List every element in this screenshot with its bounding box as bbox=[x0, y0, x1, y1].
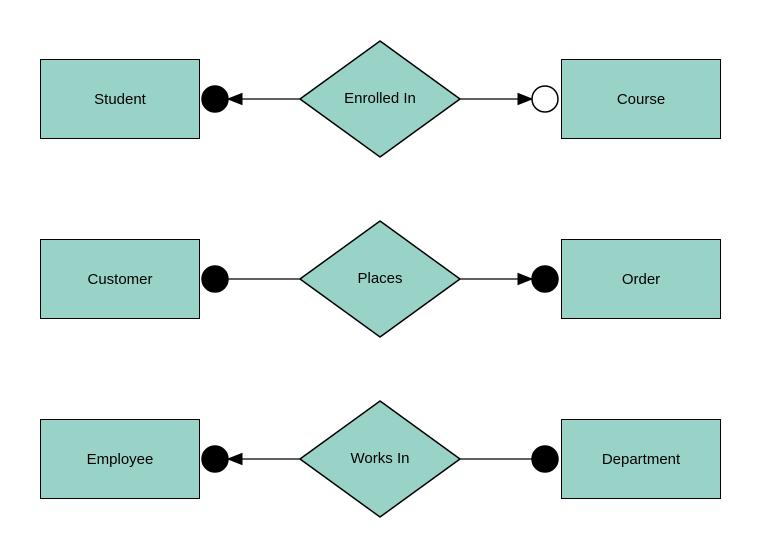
relationship-label: Works In bbox=[350, 450, 410, 467]
entity-label: Student bbox=[94, 90, 146, 108]
entity-employee[interactable]: Employee bbox=[40, 419, 200, 499]
entity-label: Customer bbox=[87, 270, 153, 288]
cardinality-dot-filled bbox=[531, 445, 559, 473]
connector-worksin-to-employee[interactable] bbox=[201, 445, 301, 473]
arrowhead-right-icon bbox=[517, 92, 534, 106]
connector-enrolledin-to-student[interactable] bbox=[201, 85, 301, 113]
entity-label: Employee bbox=[86, 450, 154, 468]
cardinality-dot-filled bbox=[201, 85, 229, 113]
cardinality-dot-filled bbox=[201, 445, 229, 473]
connector-places-to-order[interactable] bbox=[460, 265, 559, 293]
connector-worksin-to-department[interactable] bbox=[460, 445, 559, 473]
entity-label: Order bbox=[621, 270, 661, 288]
entity-course[interactable]: Course bbox=[561, 59, 721, 139]
entity-order[interactable]: Order bbox=[561, 239, 721, 319]
cardinality-dot-filled bbox=[201, 265, 229, 293]
entity-label: Department bbox=[601, 450, 681, 468]
relationship-label: Places bbox=[357, 270, 403, 287]
entity-label: Course bbox=[616, 90, 666, 108]
connector-places-to-customer[interactable] bbox=[201, 265, 301, 293]
entity-student[interactable]: Student bbox=[40, 59, 200, 139]
arrowhead-right-icon bbox=[517, 272, 534, 286]
entity-customer[interactable]: Customer bbox=[40, 239, 200, 319]
cardinality-dot-filled bbox=[531, 265, 559, 293]
arrowhead-left-icon bbox=[226, 452, 243, 466]
connector-enrolledin-to-course[interactable] bbox=[460, 85, 559, 113]
cardinality-dot-open bbox=[531, 85, 559, 113]
arrowhead-left-icon bbox=[226, 92, 243, 106]
entity-department[interactable]: Department bbox=[561, 419, 721, 499]
relationship-label: Enrolled In bbox=[344, 90, 416, 107]
